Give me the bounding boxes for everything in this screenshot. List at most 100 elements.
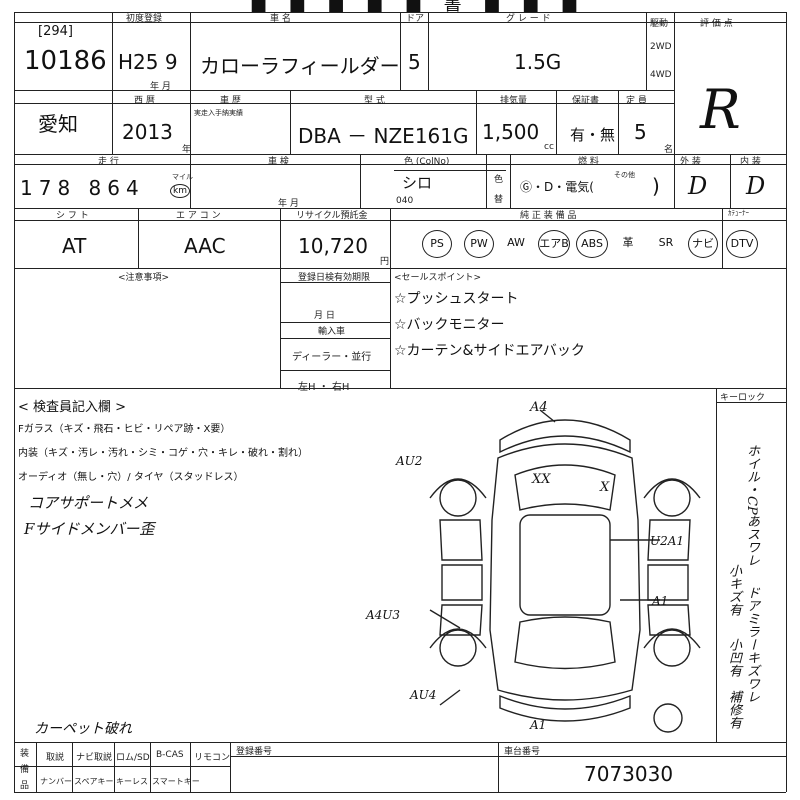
- warranty-label: 保証書: [572, 96, 600, 106]
- grade-label: グ レ ー ド: [506, 14, 551, 24]
- mark-a4u3: A4U3: [366, 608, 401, 622]
- year-suffix: 年: [182, 145, 192, 155]
- model-value: DBA － NZE161G: [298, 124, 469, 148]
- displacement-label: 排気量: [500, 96, 528, 106]
- equipment-item: ナビ: [688, 230, 718, 258]
- displacement-unit: cc: [544, 142, 554, 152]
- region: 愛知: [38, 112, 78, 136]
- fuel-value: Ⓖ・D・電気(: [520, 180, 594, 194]
- carpet-note: カーペット破れ: [34, 721, 132, 737]
- ac-label: エ ア コ ン: [176, 211, 221, 221]
- footer-side-b: 備: [20, 765, 30, 775]
- color-label: 色 (ColNo): [404, 157, 450, 167]
- vertical-note-3: ドアミラーキズワレ: [744, 586, 759, 703]
- footer-remote: リモコン: [194, 753, 231, 763]
- equipment-item: PW: [464, 230, 494, 258]
- first-registration-label: 初度登録: [126, 14, 163, 24]
- sales-point-3: ☆カーテン&サイドエアバック: [394, 343, 585, 359]
- repaint-a: 色: [494, 175, 504, 185]
- equipment-item: PS: [422, 230, 452, 258]
- first-registration-sub: 年 月: [150, 82, 171, 92]
- shift-label: シ フ ト: [56, 211, 89, 221]
- fuel-close: ): [652, 174, 660, 198]
- color-value: シロ: [402, 174, 433, 192]
- year-label: 西 暦: [134, 96, 155, 106]
- footer-side-c: 品: [20, 781, 30, 791]
- footer-side-a: 装: [20, 749, 30, 759]
- mark-xx: XX: [532, 472, 551, 487]
- equipment-item: AW: [507, 236, 525, 249]
- vertical-note-1: ホイル・CPあスワレ: [744, 444, 759, 567]
- inspector-glass: Fガラス（キズ・飛石・ヒビ・リペア跡・X要）: [18, 424, 231, 435]
- capacity-value: 5: [634, 120, 647, 144]
- equipment-label: 純 正 装 備 品: [520, 211, 577, 221]
- equipment-item: ABS: [576, 230, 608, 258]
- fuel-label: 燃 料: [578, 157, 599, 167]
- footer-spare-key: スペアキー: [74, 777, 114, 786]
- evaluation-score: R: [700, 78, 741, 141]
- footer-rom-sd: ロム/SD: [116, 753, 150, 763]
- grade-value: 1.5G: [514, 50, 562, 74]
- registration-expiry-label: 登録日検有効期限: [298, 273, 371, 283]
- mileage-label: 走 行: [98, 157, 119, 167]
- mileage-value: 178 864: [20, 176, 145, 200]
- lot-number: 10186: [24, 46, 107, 76]
- mileage-unit-km: km: [170, 184, 190, 198]
- ac-value: AAC: [184, 234, 226, 258]
- drive-2wd: 2WD: [650, 42, 672, 52]
- car-name-label: 車 名: [270, 14, 291, 24]
- chassis-number-label: 車台番号: [504, 747, 541, 757]
- exterior-value: D: [688, 172, 708, 200]
- handwritten-note-2: Fサイドメンバー歪: [24, 520, 155, 538]
- recycle-label: リサイクル預託金: [296, 211, 368, 221]
- history-label: 車 歴: [220, 96, 241, 106]
- registration-expiry-sub: 月 日: [314, 311, 335, 321]
- lot-bracket: [294]: [38, 24, 73, 39]
- color-number: 040: [396, 196, 414, 206]
- import-label: 輸入車: [318, 327, 346, 337]
- repaint-b: 替: [494, 195, 504, 205]
- doors-label: ドア: [406, 14, 425, 24]
- mark-a1-right: A1: [652, 594, 669, 608]
- vertical-note-4: 小凹有: [726, 638, 741, 677]
- car-name: カローラフィールダー: [200, 54, 400, 78]
- inspector-interior: 内装（キズ・汚レ・汚れ・シミ・コゲ・穴・キレ・破れ・割れ）: [18, 448, 308, 459]
- vertical-note-5: 補修有: [726, 690, 741, 729]
- capacity-label: 定 員: [626, 96, 647, 106]
- equipment-item: SR: [658, 236, 674, 249]
- inspector-audio: オーディオ（無し・穴）/ タイヤ（スタッドレス）: [18, 472, 244, 483]
- doors-value: 5: [408, 50, 421, 74]
- car-damage-diagram: [429, 409, 701, 733]
- inspection-sub: 年 月: [278, 199, 299, 209]
- tuner-label: ｶﾃｭｰﾅｰ: [728, 209, 749, 217]
- footer-nav-manual: ナビ取説: [76, 753, 113, 763]
- mark-a1-rear: A1: [530, 718, 547, 732]
- handle-value: 左H ・ 右H: [298, 382, 350, 393]
- displacement-value: 1,500: [482, 120, 540, 144]
- footer-number: ナンバー: [40, 777, 72, 786]
- mark-au4: AU4: [410, 688, 437, 702]
- mark-a4-front: A4: [530, 400, 548, 415]
- interior-value: D: [746, 172, 766, 200]
- key-lock-label: キーロック: [720, 393, 766, 403]
- first-registration-value: H25 9: [118, 50, 178, 74]
- mark-x: X: [600, 480, 610, 495]
- sales-points-label: <セールスポイント>: [394, 273, 482, 283]
- caution-label: <注意事項>: [118, 273, 170, 283]
- inspection-label: 車 検: [268, 157, 289, 167]
- mark-u2a1: U2A1: [650, 534, 685, 548]
- registration-number-label: 登録番号: [236, 747, 273, 757]
- exterior-label: 外 装: [680, 157, 701, 167]
- header-fragment: ■ ■ ■ ■ ■ 書 ■ ■ ■: [250, 0, 586, 15]
- history-sub: 実走入手納実績: [194, 109, 243, 117]
- equipment-item: DTV: [726, 230, 758, 258]
- chassis-number: 7073030: [584, 762, 674, 786]
- sales-point-2: ☆バックモニター: [394, 317, 505, 333]
- handwritten-note-1: コアサポートメメ: [28, 494, 149, 512]
- sales-point-1: ☆プッシュスタート: [394, 291, 519, 307]
- mark-au2: AU2: [396, 454, 423, 468]
- footer-keyless: キーレス: [116, 777, 148, 786]
- evaluation-label: 評 価 点: [700, 19, 733, 29]
- drive-label: 駆動: [650, 19, 669, 29]
- model-label: 型 式: [364, 96, 385, 106]
